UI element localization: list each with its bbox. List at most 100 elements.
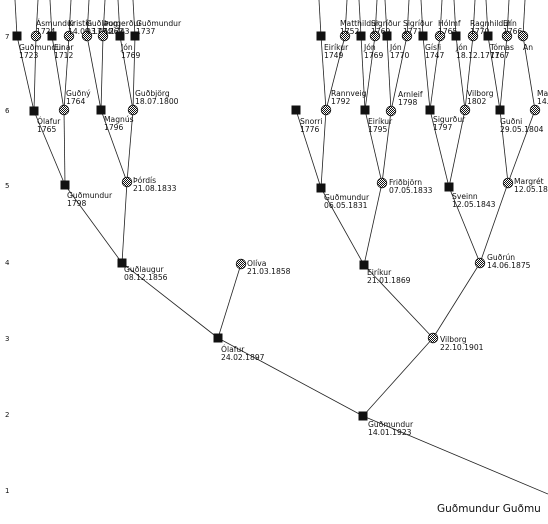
generation-number: 5 (5, 182, 9, 190)
person-date: 1737 (136, 27, 155, 36)
person-name: Guðni (500, 117, 522, 126)
person-node[interactable]: An (517, 30, 533, 52)
person-name: Snorri (300, 117, 323, 126)
female-marker-icon (501, 30, 513, 42)
lineage-line (64, 184, 123, 264)
person-node[interactable]: Margr14.1 (529, 89, 548, 116)
lineage-line (386, 35, 392, 112)
lineage-line (33, 110, 66, 186)
lineage-line (364, 109, 383, 184)
person-name: Guðmundur (136, 19, 182, 28)
lineage-line (485, 0, 489, 37)
female-marker-icon (401, 30, 413, 42)
person-name: Vilborg (440, 335, 467, 344)
female-marker-icon (235, 258, 247, 270)
person-name: Vilborg (467, 89, 494, 98)
lineage-line (522, 0, 526, 37)
lineage-line (320, 187, 365, 266)
person-date: 12.05.1843 (452, 200, 496, 209)
person-date: 1764 (66, 97, 85, 106)
person-date: 12.05.18 (514, 185, 548, 194)
person-date: 1747 (425, 51, 444, 60)
person-date: 1767 (490, 51, 509, 60)
person-name: Tómas (489, 43, 514, 52)
lineage-line (390, 35, 408, 112)
lineage-line (320, 109, 327, 189)
person-date: 29.05.1804 (500, 125, 544, 134)
lineage-line (432, 262, 481, 339)
lineage-line (217, 337, 364, 417)
person-date: 18.12.1771 (456, 51, 500, 60)
person-date: 1762 (104, 27, 123, 36)
person-date: 1724 (36, 27, 55, 36)
lineage-line (499, 35, 508, 111)
generation-number: 2 (5, 411, 9, 419)
male-marker-icon (316, 183, 326, 193)
lineage-line (487, 35, 501, 111)
lineage-line (86, 35, 102, 111)
female-marker-icon (127, 104, 139, 116)
female-marker-icon (434, 30, 446, 42)
person-name: Guðný (66, 89, 91, 98)
lineage-line (384, 0, 388, 37)
lineage-line (100, 109, 128, 183)
lineage-line (360, 35, 366, 111)
male-marker-icon (382, 31, 392, 41)
lineage-line (121, 181, 128, 264)
person-name: Guðmundur (19, 43, 65, 52)
lineage-line (100, 35, 104, 111)
person-name: Eiríkur (367, 268, 392, 277)
male-marker-icon (495, 105, 505, 115)
male-marker-icon (356, 31, 366, 41)
person-name: Þórdís (133, 176, 156, 185)
lineage-line (35, 0, 39, 37)
person-date: 1765 (37, 125, 56, 134)
lineage-line (121, 262, 219, 339)
